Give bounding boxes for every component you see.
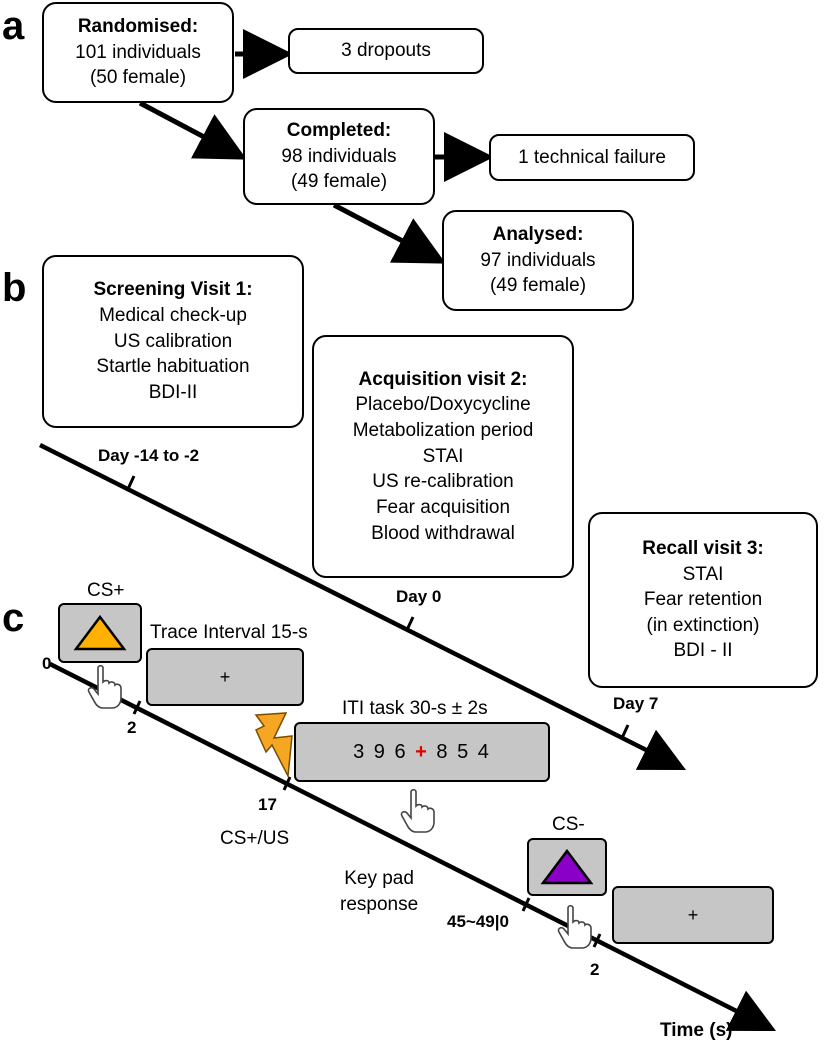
completed-count: 98 individuals [281, 145, 397, 167]
acquisition-item: Placebo/Doxycycline [355, 394, 531, 416]
tick-45-49: 45~49|0 [447, 912, 509, 931]
acquisition-item: US re-calibration [372, 471, 514, 493]
cs-plus-label: CS+ [87, 580, 125, 601]
cs-minus-label: CS- [552, 814, 585, 835]
recall-item: (in extinction) [646, 614, 760, 636]
acquisition-title: Acquisition visit 2: [358, 368, 528, 390]
dropouts-label: 3 dropouts [341, 40, 431, 62]
randomised-box: Randomised: 101 individuals (50 female) [42, 2, 234, 103]
visit-tick-3 [620, 724, 630, 739]
day-screening-label: Day -14 to -2 [98, 446, 200, 465]
recall-item: BDI - II [673, 640, 733, 662]
keypad-line2: response [340, 893, 419, 915]
keypad-line1: Key pad [344, 868, 414, 889]
keypad-response-label: Key pad response [340, 866, 418, 917]
trial-tick-17 [282, 776, 292, 791]
day-recall-label: Day 7 [613, 694, 659, 713]
iti-digits: 3 9 6 + 8 5 4 [353, 741, 491, 764]
trace-interval-label: Trace Interval 15-s [150, 622, 308, 643]
tick-0: 0 [42, 654, 52, 673]
recall-item: STAI [682, 563, 724, 585]
trace-interval-box: + [146, 648, 304, 706]
visit-timeline [38, 442, 687, 771]
screening-item: BDI-II [148, 381, 198, 403]
completed-title: Completed: [286, 120, 392, 142]
cs-minus-triangle-icon [540, 848, 594, 885]
trial-tick-45 [521, 897, 531, 912]
acquisition-visit-box: Acquisition visit 2: Placebo/Doxycycline… [312, 335, 574, 578]
day-acquisition-label: Day 0 [396, 587, 442, 606]
analysed-count: 97 individuals [480, 249, 596, 271]
completed-box: Completed: 98 individuals (49 female) [243, 108, 435, 205]
technical-failure-label: 1 technical failure [518, 146, 666, 168]
acquisition-item: Metabolization period [352, 420, 534, 442]
screening-item: Startle habituation [96, 356, 250, 378]
iti-plus: + [415, 740, 429, 763]
randomised-count: 101 individuals [75, 41, 201, 63]
trial-tick-2 [132, 700, 142, 715]
dropouts-box: 3 dropouts [288, 28, 484, 74]
cs-plus-stimulus [58, 603, 142, 663]
panel-letter-b: b [2, 266, 27, 310]
recall-visit-box: Recall visit 3: STAI Fear retention (in … [588, 512, 818, 688]
screening-item: US calibration [113, 330, 233, 352]
cs-plus-triangle-icon [73, 614, 127, 651]
completed-female: (49 female) [290, 171, 388, 193]
randomised-title: Randomised: [77, 16, 199, 38]
cs-us-label: CS+/US [220, 828, 290, 849]
randomised-female: (50 female) [89, 67, 187, 89]
fixation-cross: + [219, 666, 231, 687]
analysed-title: Analysed: [492, 224, 584, 246]
iti-digits-left: 3 9 6 [353, 740, 408, 763]
arrow-to-completed [138, 100, 247, 160]
time-axis-label: Time (s) [660, 1020, 733, 1041]
acquisition-item: Fear acquisition [375, 496, 511, 518]
cs-minus-stimulus [527, 838, 607, 896]
recall-item: Fear retention [643, 589, 763, 611]
screening-visit-box: Screening Visit 1: Medical check-up US c… [42, 255, 304, 428]
panel-letter-a: a [2, 4, 25, 48]
iti-digits-right: 8 5 4 [436, 740, 491, 763]
recall-title: Recall visit 3: [642, 537, 764, 559]
acquisition-item: Blood withdrawal [371, 522, 515, 544]
screening-item: Medical check-up [99, 305, 247, 327]
tick-17: 17 [258, 795, 277, 814]
arrow-to-analysed [332, 202, 446, 264]
tick-2: 2 [127, 718, 137, 737]
analysed-box: Analysed: 97 individuals (49 female) [442, 210, 634, 311]
acquisition-item: STAI [422, 445, 464, 467]
trial-timeline [48, 661, 777, 1032]
visit-tick-1 [126, 475, 136, 490]
fixation-box-2: + [612, 886, 774, 944]
visit-tick-2 [405, 616, 415, 631]
screening-title: Screening Visit 1: [93, 279, 253, 301]
iti-task-box: 3 9 6 + 8 5 4 [294, 722, 550, 782]
trial-tick-2b [592, 933, 602, 948]
panel-letter-c: c [2, 596, 25, 640]
analysed-female: (49 female) [489, 275, 587, 297]
fixation-cross-2: + [687, 904, 699, 925]
iti-task-label: ITI task 30-s ± 2s [342, 698, 488, 719]
tick-2b: 2 [590, 960, 600, 979]
technical-failure-box: 1 technical failure [489, 134, 695, 181]
